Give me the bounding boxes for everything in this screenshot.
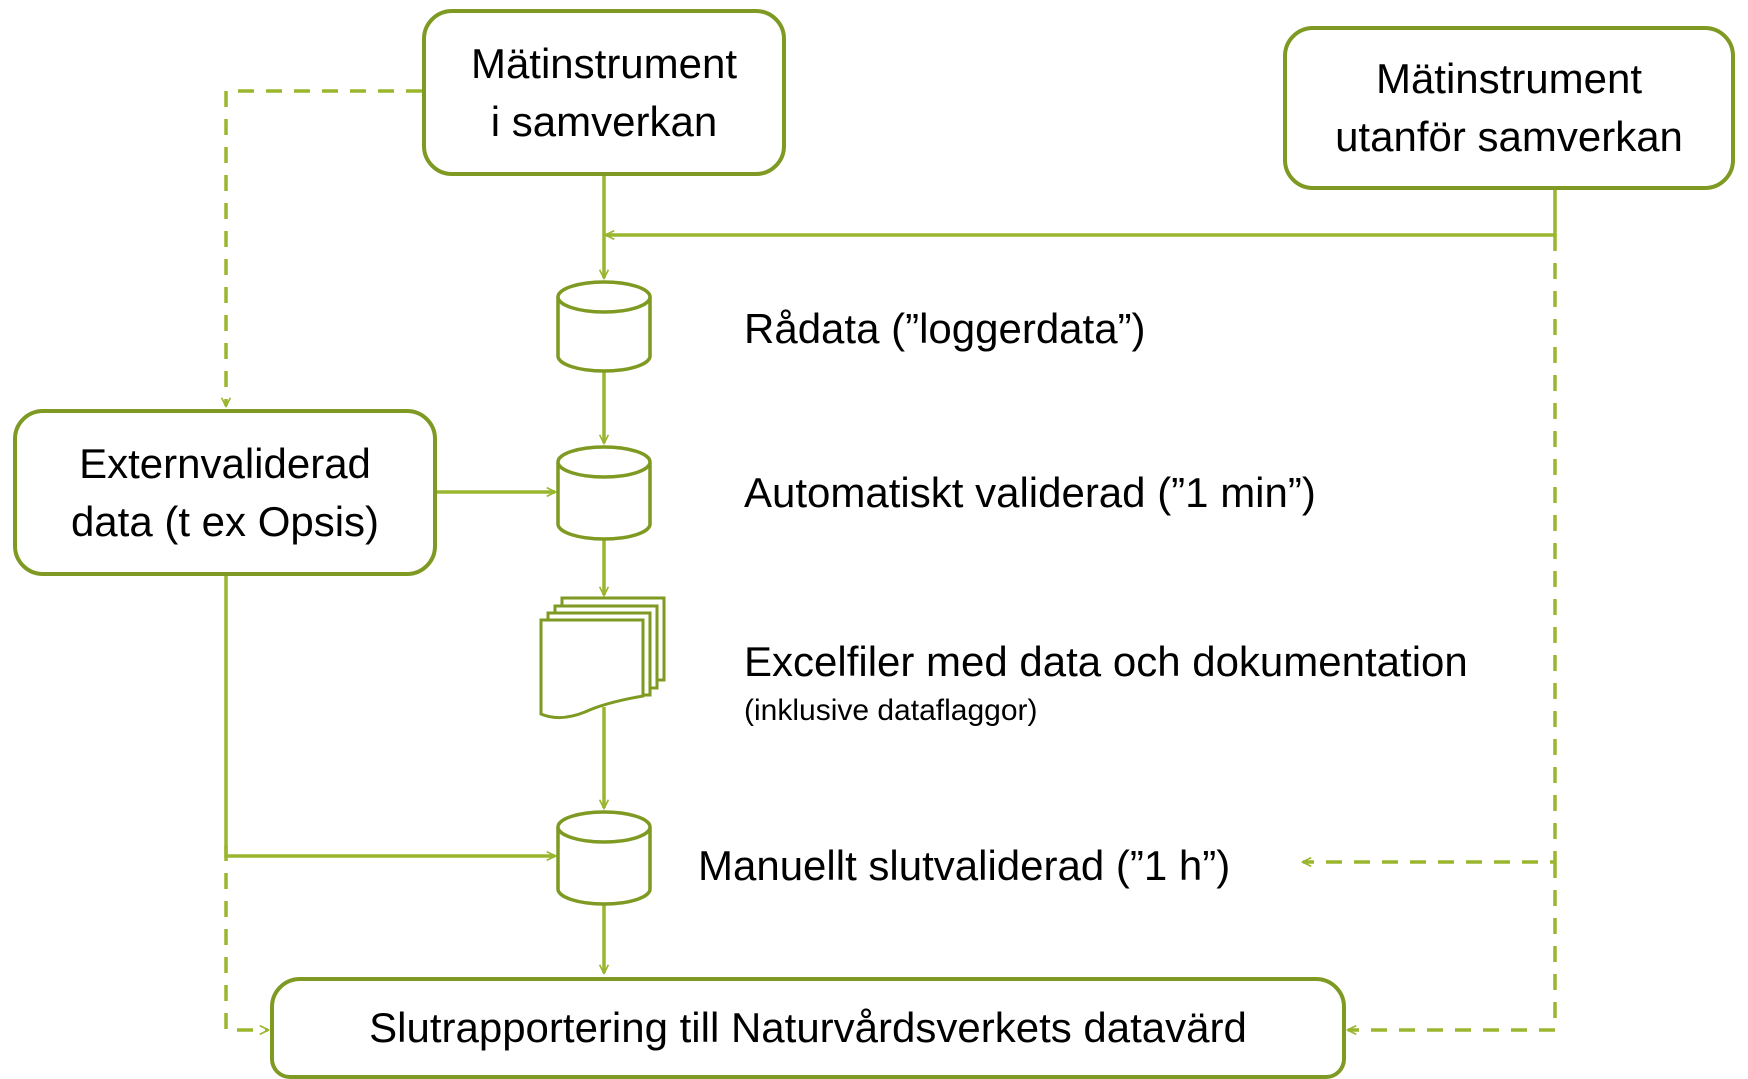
label-raw-data: Rådata (”loggerdata”) bbox=[744, 305, 1146, 352]
dashed-instrument-to-external bbox=[226, 89, 422, 406]
documents-icon bbox=[539, 596, 666, 720]
connector-external-to-manual bbox=[224, 576, 555, 856]
dashed-outside-to-manual bbox=[1303, 235, 1557, 862]
database-icon-auto bbox=[556, 445, 652, 541]
label-manual-validated: Manuellt slutvaliderad (”1 h”) bbox=[698, 842, 1231, 889]
node-instrument-outside-collaboration: Mätinstrument utanför samverkan bbox=[1283, 26, 1735, 190]
node-external-validated-label: Externvaliderad data (t ex Opsis) bbox=[70, 439, 380, 545]
connector-outside-to-raw bbox=[606, 190, 1557, 235]
label-excel-note: (inklusive dataflaggor) bbox=[744, 694, 1038, 727]
database-icon-manual bbox=[556, 810, 652, 906]
label-auto-validated: Automatiskt validerad (”1 min”) bbox=[744, 469, 1316, 516]
node-final-report: Slutrapportering till Naturvårdsverkets … bbox=[270, 977, 1346, 1079]
node-instrument-in-collaboration: Mätinstrument i samverkan bbox=[422, 9, 786, 176]
dashed-external-to-report bbox=[224, 845, 268, 1030]
node-instrument-out-label: Mätinstrument utanför samverkan bbox=[1335, 55, 1683, 160]
node-instrument-in-label: Mätinstrument i samverkan bbox=[470, 39, 738, 145]
database-icon-raw bbox=[556, 280, 652, 373]
label-excel-files: Excelfiler med data och dokumentation bbox=[744, 638, 1468, 685]
node-external-validated: Externvaliderad data (t ex Opsis) bbox=[13, 409, 437, 576]
node-final-report-label: Slutrapportering till Naturvårdsverkets … bbox=[369, 1004, 1247, 1051]
dashed-outside-to-report bbox=[1348, 862, 1557, 1030]
